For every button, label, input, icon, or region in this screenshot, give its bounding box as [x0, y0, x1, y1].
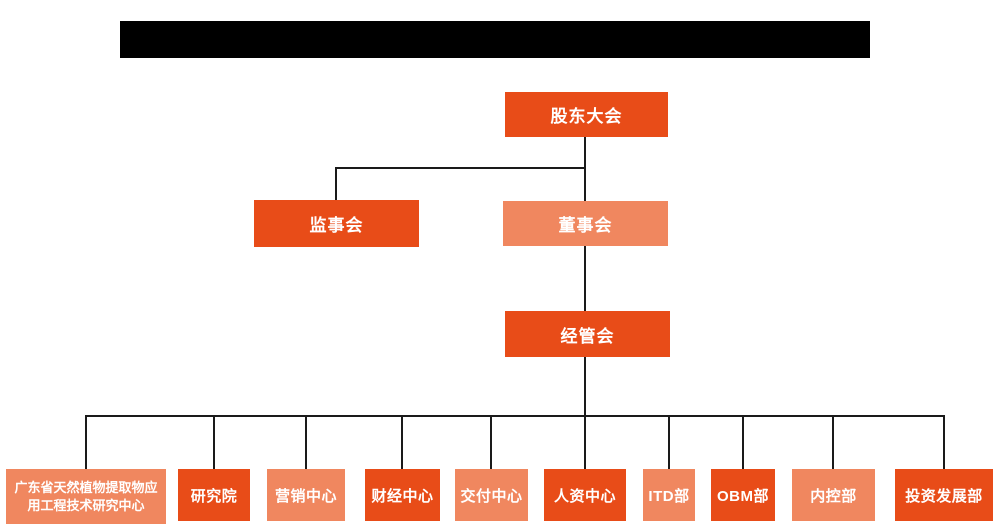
node-dept-finance-center: 财经中心: [365, 469, 440, 521]
connector-dept-drop-3: [305, 415, 307, 469]
connector-dept-drop-9: [832, 415, 834, 469]
node-dept-obm: OBM部: [711, 469, 775, 521]
node-dept-itd: ITD部: [643, 469, 695, 521]
connector-dept-drop-5: [490, 415, 492, 469]
connector-dept-drop-6: [584, 415, 586, 469]
redacted-title-bar: [120, 21, 870, 58]
node-shareholders-meeting: 股东大会: [505, 92, 668, 137]
node-dept-marketing-center: 营销中心: [267, 469, 345, 521]
connector-supervisory-drop: [335, 167, 337, 201]
connector-level2-horizontal: [335, 167, 586, 169]
connector-shareholders-down: [584, 137, 586, 201]
node-dept-hr-center: 人资中心: [544, 469, 626, 521]
connector-dept-drop-8: [742, 415, 744, 469]
connector-dept-drop-1: [85, 415, 87, 469]
node-supervisory-board: 监事会: [254, 200, 419, 247]
node-dept-research-institute: 研究院: [178, 469, 250, 521]
connector-dept-drop-7: [668, 415, 670, 469]
node-dept-internal-control: 内控部: [792, 469, 875, 521]
node-management-committee: 经管会: [505, 311, 670, 357]
connector-departments-horizontal: [85, 415, 945, 417]
connector-management-down: [584, 357, 586, 417]
node-dept-delivery-center: 交付中心: [455, 469, 528, 521]
node-dept-investment-development: 投资发展部: [895, 469, 993, 521]
node-dept-research-center: 广东省天然植物提取物应用工程技术研究中心: [6, 469, 166, 524]
connector-board-to-management: [584, 246, 586, 311]
connector-dept-drop-4: [401, 415, 403, 469]
connector-dept-drop-10: [943, 415, 945, 469]
node-board-of-directors: 董事会: [503, 201, 668, 246]
connector-dept-drop-2: [213, 415, 215, 469]
